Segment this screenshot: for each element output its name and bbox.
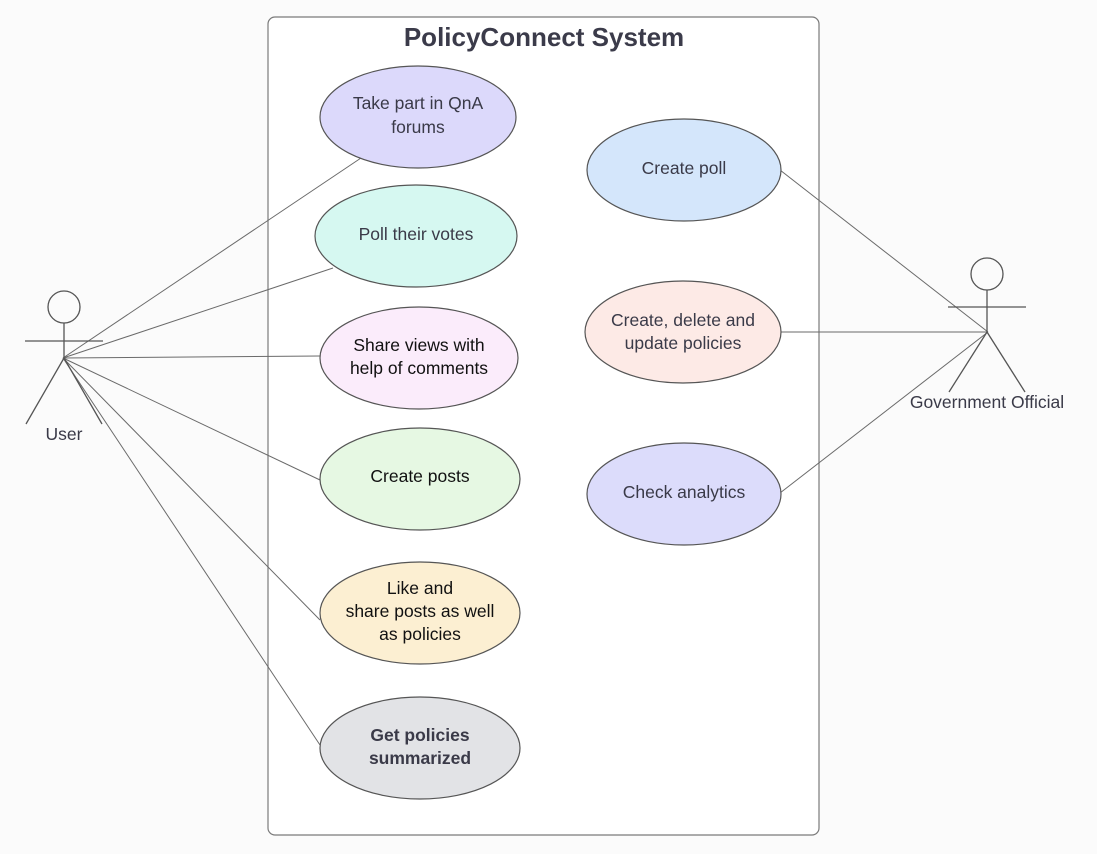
- use-case-analytics[interactable]: Check analytics: [586, 442, 782, 546]
- use-case-summarize[interactable]: Get policies summarized: [319, 696, 521, 800]
- use-case-label: Share views with: [353, 335, 484, 355]
- use-case-label: help of comments: [350, 358, 488, 378]
- use-case-label: Like and: [387, 578, 453, 598]
- use-case-label: summarized: [369, 748, 471, 768]
- use-case-qna[interactable]: Take part in QnA forums: [319, 65, 517, 169]
- use-case-ellipse: [584, 280, 782, 384]
- use-case-ellipse: [586, 118, 782, 222]
- use-case-label: Take part in QnA: [353, 93, 484, 113]
- use-case-label: Create poll: [642, 158, 727, 178]
- use-case-label: as policies: [379, 624, 461, 644]
- actor-label: Government Official: [910, 392, 1064, 412]
- actor-head: [47, 290, 81, 324]
- assoc-user-qna[interactable]: [62, 157, 362, 359]
- actor-left-leg: [25, 357, 65, 425]
- actor-government-official[interactable]: Government Official: [910, 257, 1064, 412]
- assoc-user-vote[interactable]: [62, 267, 334, 359]
- use-case-like-share[interactable]: Like and share posts as well as policies: [319, 561, 521, 665]
- official-associations: [779, 169, 989, 494]
- use-case-ellipse: [586, 442, 782, 546]
- use-case-vote[interactable]: Poll their votes: [314, 184, 518, 288]
- actor-user[interactable]: User: [25, 290, 103, 444]
- use-case-ellipse: [319, 306, 519, 410]
- use-case-manage-policies[interactable]: Create, delete and update policies: [584, 280, 782, 384]
- assoc-official-create-poll[interactable]: [779, 169, 989, 333]
- actor-right-leg: [986, 331, 1026, 393]
- actor-label: User: [46, 424, 83, 444]
- assoc-user-summarize[interactable]: [62, 357, 321, 746]
- use-case-ellipse: [314, 184, 518, 288]
- use-case-ellipse: [319, 561, 521, 665]
- assoc-user-comments[interactable]: [62, 355, 321, 359]
- system-title: PolicyConnect System: [404, 22, 684, 52]
- use-case-label: forums: [391, 117, 445, 137]
- use-case-ellipse: [319, 427, 521, 531]
- assoc-user-like-share[interactable]: [62, 357, 321, 621]
- use-case-label: Get policies: [370, 725, 469, 745]
- use-case-posts[interactable]: Create posts: [319, 427, 521, 531]
- use-case-ellipse: [319, 696, 521, 800]
- assoc-official-analytics[interactable]: [779, 331, 989, 494]
- actor-head: [970, 257, 1004, 291]
- use-case-ellipse: [319, 65, 517, 169]
- assoc-user-posts[interactable]: [62, 357, 321, 481]
- user-associations: [62, 157, 362, 746]
- use-case-label: update policies: [625, 333, 742, 353]
- use-case-label: Create, delete and: [611, 310, 755, 330]
- use-case-comments[interactable]: Share views with help of comments: [319, 306, 519, 410]
- use-case-label: Check analytics: [623, 482, 746, 502]
- actor-right-leg: [63, 357, 103, 425]
- use-case-label: share posts as well: [346, 601, 495, 621]
- actor-left-leg: [948, 331, 988, 393]
- use-case-label: Create posts: [370, 466, 469, 486]
- use-case-create-poll[interactable]: Create poll: [586, 118, 782, 222]
- use-case-label: Poll their votes: [359, 224, 474, 244]
